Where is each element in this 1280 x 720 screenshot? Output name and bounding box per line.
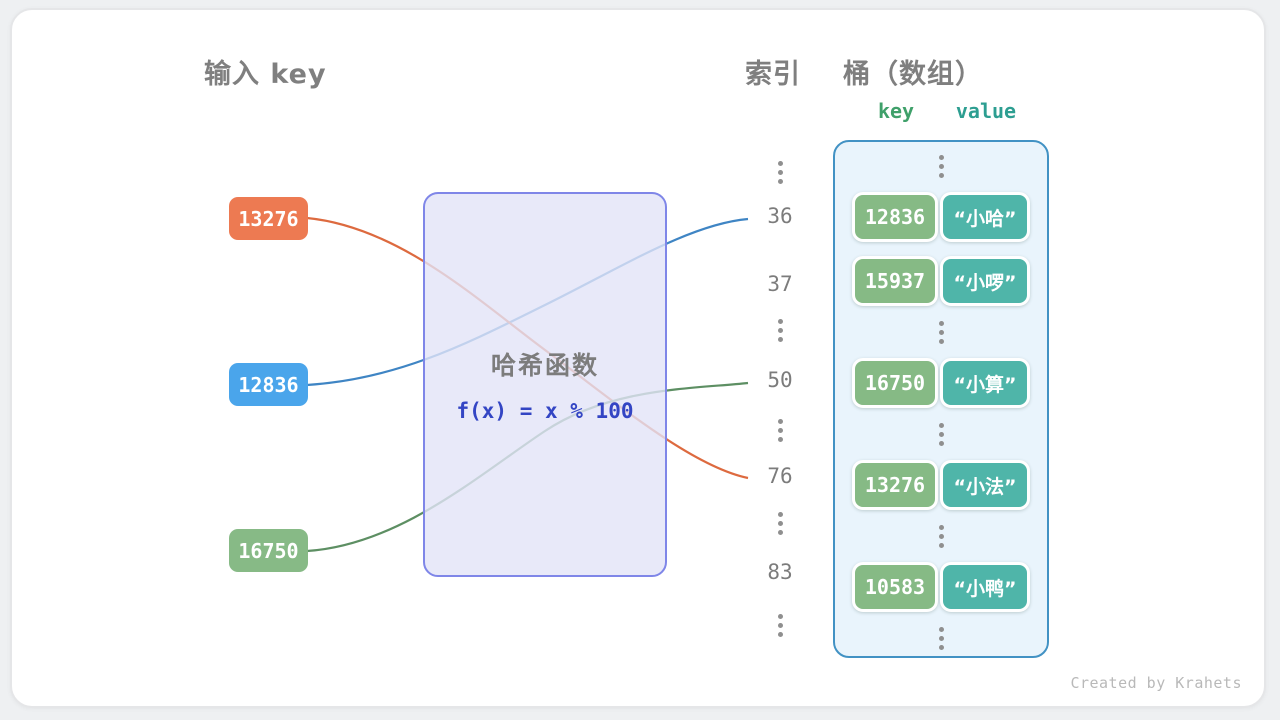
hash-function-formula: f(x) = x % 100 <box>456 399 634 423</box>
bucket-array-container: 12836 “小哈” 15937 “小啰” 16750 “小算” 13276 “… <box>833 140 1049 658</box>
bucket-entry: 12836 “小哈” <box>852 192 1030 242</box>
index-83: 83 <box>767 560 793 584</box>
hash-function-title: 哈希函数 <box>490 351 599 380</box>
bucket-entry-value: “小法” <box>940 460 1030 510</box>
bucket-entry-key: 12836 <box>852 192 938 242</box>
vertical-ellipsis-icon <box>938 320 944 344</box>
value-column-label: value <box>955 99 1017 123</box>
bucket-entry: 15937 “小啰” <box>852 256 1030 306</box>
vertical-ellipsis-icon <box>938 154 944 178</box>
watermark: Created by Krahets <box>1070 674 1242 692</box>
vertical-ellipsis-icon <box>748 318 812 342</box>
vertical-ellipsis-icon <box>938 524 944 548</box>
key-column-label: key <box>877 99 915 123</box>
vertical-ellipsis-icon <box>748 160 812 184</box>
input-key-header: 输入 key <box>204 59 327 90</box>
input-key-16750: 16750 <box>229 529 308 572</box>
bucket-entry-key: 13276 <box>852 460 938 510</box>
index-36: 36 <box>767 204 793 228</box>
bucket-entry: 13276 “小法” <box>852 460 1030 510</box>
index-76: 76 <box>767 464 793 488</box>
input-key-12836: 12836 <box>229 363 308 406</box>
vertical-ellipsis-icon <box>748 511 812 535</box>
index-header: 索引 <box>745 59 801 90</box>
index-50: 50 <box>767 368 793 392</box>
bucket-entry-key: 15937 <box>852 256 938 306</box>
bucket-entry-key: 16750 <box>852 358 938 408</box>
vertical-ellipsis-icon <box>748 418 812 442</box>
index-37: 37 <box>767 272 793 296</box>
vertical-ellipsis-icon <box>938 422 944 446</box>
bucket-entry: 10583 “小鸭” <box>852 562 1030 612</box>
bucket-entry-key: 10583 <box>852 562 938 612</box>
input-key-13276: 13276 <box>229 197 308 240</box>
index-column: 36 37 50 76 83 <box>748 0 812 720</box>
vertical-ellipsis-icon <box>748 613 812 637</box>
vertical-ellipsis-icon <box>938 626 944 650</box>
bucket-entry: 16750 “小算” <box>852 358 1030 408</box>
bucket-header: 桶（数组） <box>843 59 983 90</box>
bucket-entry-value: “小哈” <box>940 192 1030 242</box>
bucket-entry-value: “小鸭” <box>940 562 1030 612</box>
hash-function-box: 哈希函数 f(x) = x % 100 <box>423 192 667 577</box>
bucket-entry-value: “小算” <box>940 358 1030 408</box>
bucket-entry-value: “小啰” <box>940 256 1030 306</box>
